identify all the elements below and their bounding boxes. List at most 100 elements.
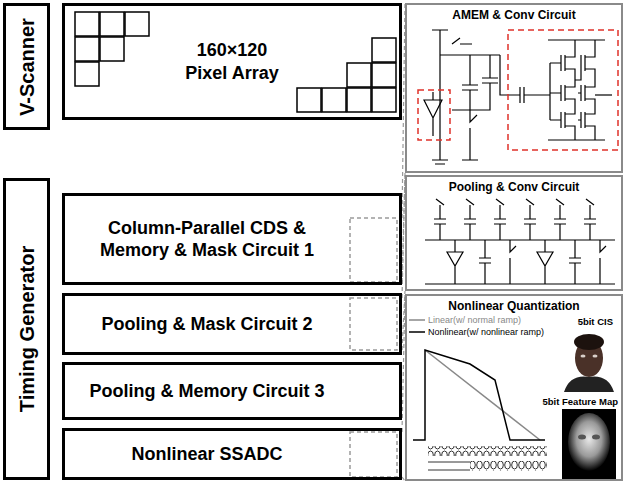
pixel-squares <box>322 88 346 112</box>
block-label: Nonlinear SSADC <box>131 443 282 466</box>
circuit-block: Pooling & Memory Circuit 3 <box>62 362 402 420</box>
zoom-region <box>350 432 397 477</box>
amem-circuit <box>512 63 550 120</box>
pixel-squares <box>372 63 396 87</box>
pooling-conv-circuit <box>464 199 476 240</box>
pixel-squares <box>75 12 396 112</box>
pooling-conv-circuit <box>425 199 615 284</box>
detail-panel: AMEM & Conv Circuit <box>405 3 623 173</box>
amem-circuit <box>550 80 575 110</box>
amem-circuit <box>575 40 595 80</box>
red-dashed-highlight <box>508 30 618 150</box>
amem-circuit <box>424 30 612 164</box>
ramp-waveform <box>413 350 545 440</box>
pooling-conv-circuit <box>584 199 596 240</box>
pixel-squares <box>125 12 149 36</box>
pixel-squares <box>372 38 396 62</box>
block-label: Column-Parallel CDS & Memory & Mask Circ… <box>71 217 343 262</box>
red-dashed-highlight <box>418 90 450 140</box>
block-label: Pooling & Memory Circuit 3 <box>89 380 324 403</box>
pooling-conv-circuit <box>425 239 615 240</box>
pooling-conv-circuit <box>554 199 566 240</box>
clock-signal <box>428 446 547 456</box>
amem-circuit <box>452 38 512 95</box>
pooling-conv-circuit <box>510 240 516 284</box>
cis-face-image <box>593 355 598 358</box>
panel-title: AMEM & Conv Circuit <box>407 8 621 22</box>
clock-signal <box>428 462 470 470</box>
pooling-conv-circuit <box>425 283 615 284</box>
cis-face-image <box>562 330 616 392</box>
block-label: 160×120 Pixel Array <box>176 39 288 84</box>
amem-circuit <box>452 55 498 110</box>
amem-circuit <box>550 40 575 80</box>
feature-map-image <box>562 409 616 479</box>
cis-face-image <box>574 334 604 350</box>
legend-label: Nonlinear(w/ nonlinear ramp) <box>428 327 544 337</box>
feature-map-image <box>578 435 586 440</box>
legend-item: Nonlinear(w/ nonlinear ramp) <box>409 326 544 338</box>
feature-map-image <box>568 413 610 471</box>
legend-line-sample <box>409 316 425 324</box>
block-label: V-Scanner <box>15 18 38 116</box>
amem-circuit <box>548 40 605 140</box>
pixel-squares <box>100 37 124 61</box>
circuit-block: Column-Parallel CDS & Memory & Mask Circ… <box>62 193 402 285</box>
legend-label: Linear(w/ normal ramp) <box>428 315 521 325</box>
red-dashed-highlight <box>418 30 618 150</box>
scanner-block: V-Scanner <box>3 3 50 130</box>
legend-line-sample <box>409 331 425 333</box>
legend: Linear(w/ normal ramp) Nonlinear(w/ nonli… <box>409 314 544 338</box>
cis-face-image <box>581 355 586 358</box>
pixel-squares <box>100 12 124 36</box>
amem-circuit <box>550 110 575 140</box>
pooling-conv-circuit <box>537 240 553 284</box>
pixel-squares <box>75 12 99 36</box>
panel-title: Nonlinear Quantization <box>407 299 621 313</box>
feature-map-image <box>592 435 600 440</box>
pixel-squares <box>75 37 99 61</box>
legend-line-sample <box>409 319 425 321</box>
ramp-waveform <box>413 350 545 440</box>
circuit-block: Pooling & Mask Circuit 2 <box>62 293 402 355</box>
clock-signal <box>428 446 547 471</box>
legend-item: Linear(w/ normal ramp) <box>409 314 544 326</box>
cis-face-image <box>562 330 616 392</box>
pooling-conv-circuit <box>434 199 446 240</box>
pooling-conv-circuit <box>600 240 606 284</box>
detail-panel: Pooling & Conv Circuit <box>405 175 623 291</box>
pooling-conv-circuit <box>524 199 536 240</box>
cis-face-image <box>564 377 614 392</box>
block-label: Timing Generator <box>15 246 38 412</box>
block-label: Pooling & Mask Circuit 2 <box>101 313 312 336</box>
circuit-block: Nonlinear SSADC <box>62 428 402 480</box>
pixel-squares <box>347 63 371 87</box>
zoom-region <box>350 218 397 477</box>
timing-block: Timing Generator <box>3 178 50 480</box>
pixel-squares <box>75 62 99 86</box>
amem-circuit <box>424 92 442 136</box>
zoom-region <box>350 218 397 282</box>
pixel-squares <box>372 88 396 112</box>
legend-line-sample <box>409 328 425 336</box>
pooling-conv-circuit <box>569 240 581 284</box>
pixel-squares <box>297 88 321 112</box>
pooling-conv-circuit <box>494 199 506 240</box>
ramp-waveform <box>425 350 540 440</box>
image-caption: 5bit CIS <box>578 316 613 327</box>
amem-circuit <box>578 110 595 140</box>
zoom-region <box>350 298 397 350</box>
feature-map-image <box>562 409 616 479</box>
pixel-array-block: 160×120 Pixel Array <box>62 3 402 120</box>
image-caption: 5bit Feature Map <box>543 396 619 407</box>
clock-signal <box>470 461 547 471</box>
pooling-conv-circuit <box>447 240 463 284</box>
amem-circuit <box>595 94 612 95</box>
panel-title: Pooling & Conv Circuit <box>407 180 621 194</box>
amem-circuit <box>440 55 500 160</box>
pooling-conv-circuit <box>479 240 491 284</box>
amem-circuit <box>578 80 595 110</box>
pixel-squares <box>347 88 371 112</box>
amem-circuit <box>432 30 448 164</box>
